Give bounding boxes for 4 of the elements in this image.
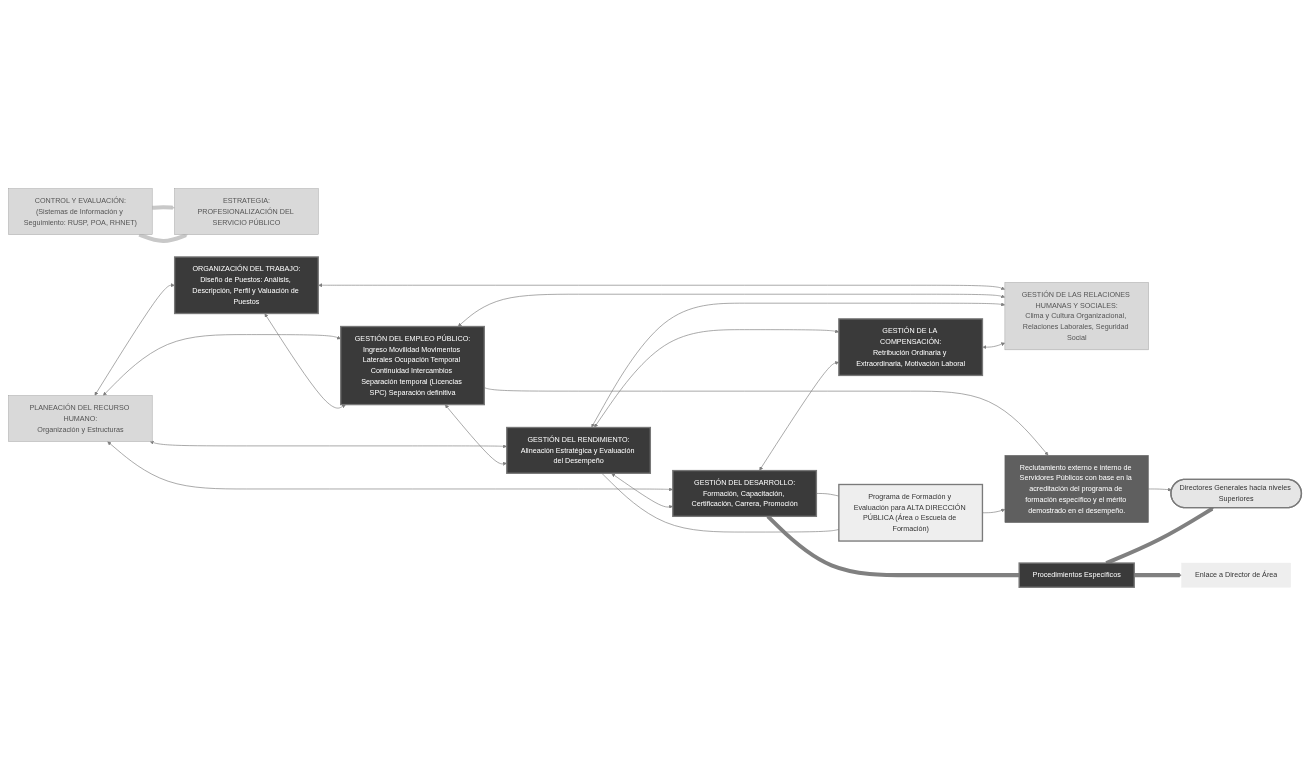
arrow bbox=[1133, 573, 1182, 578]
arrow bbox=[1104, 507, 1214, 565]
arrow bbox=[151, 205, 175, 210]
connector bbox=[815, 493, 839, 497]
